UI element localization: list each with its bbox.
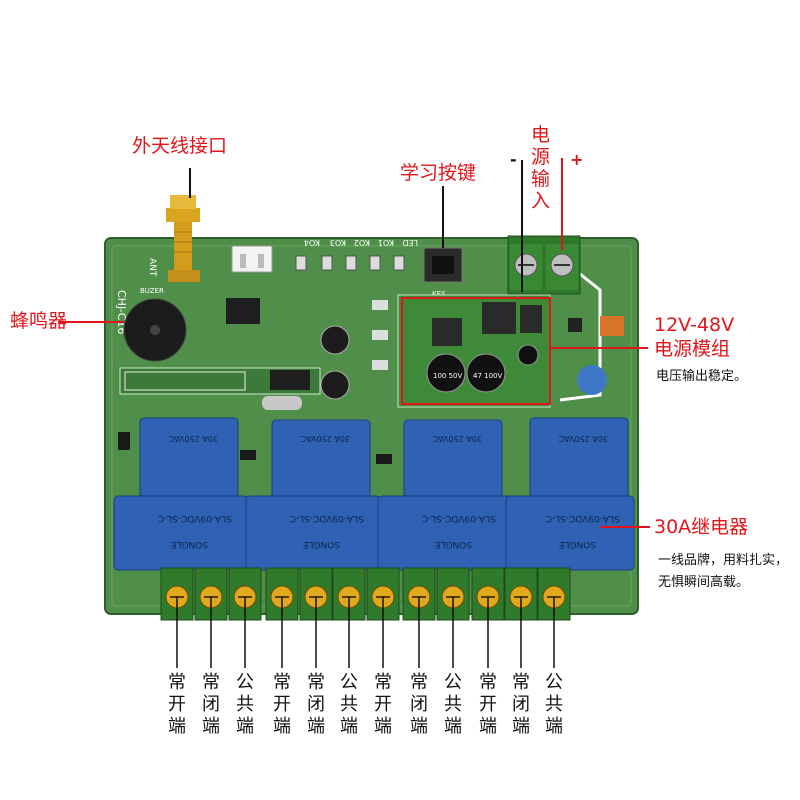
- power-minus-label: -: [510, 150, 517, 169]
- relay-1: SLA-09VDC-SL-C SONGLE 30A 250VAC: [113, 417, 249, 571]
- cap1-label: 100 50V: [433, 372, 462, 380]
- relay-1-brand: SONGLE: [170, 539, 208, 549]
- output-terminal-block: [160, 567, 571, 621]
- relay-3-rating: 30A 250VAC: [432, 434, 482, 443]
- relay-4: SLA-09VDC-SL-C SONGLE 30A 250VAC: [505, 417, 635, 571]
- relay-2-rating: 30A 250VAC: [300, 434, 350, 443]
- terminal-label-5: 常闭端: [307, 672, 325, 737]
- buzzer-component: [123, 298, 187, 362]
- relay-1-rating: 30A 250VAC: [168, 434, 218, 443]
- terminal-leader-lines: [176, 597, 555, 668]
- power-module: [397, 294, 551, 408]
- voltage-range-label: 12V-48V: [654, 314, 735, 336]
- relay-note: 一线品牌，用料扎实，无惧瞬间高载。: [658, 553, 789, 590]
- led-silk-3: KO2: [354, 238, 370, 247]
- led-silk-2: KO3: [330, 238, 346, 247]
- power-module-note: 电压输出稳定。: [656, 369, 748, 384]
- crystal: [262, 396, 302, 410]
- mcu-chip: [226, 298, 260, 324]
- led-silk-5: LED: [402, 238, 418, 247]
- film-capacitor: [600, 316, 624, 336]
- terminal-label-2: 常闭端: [202, 672, 220, 737]
- terminal-label-3: 公共端: [236, 672, 254, 737]
- antenna-label: 外天线接口: [132, 135, 228, 157]
- led-silk-4: KO1: [378, 238, 394, 247]
- relay-3: SLA-09VDC-SL-C SONGLE 30A 250VAC: [377, 419, 513, 571]
- buzzer-silkscreen: BUZER: [140, 287, 164, 295]
- relay-2-brand: SONGLE: [302, 539, 340, 549]
- led-silk-1: KO4: [304, 238, 320, 247]
- learn-key-label: 学习按键: [400, 162, 477, 184]
- relay-3-model: SLA-09VDC-SL-C: [422, 513, 496, 523]
- relay-label: 30A继电器: [654, 516, 749, 538]
- terminal-label-7: 常开端: [374, 672, 392, 737]
- relay-4-brand: SONGLE: [558, 539, 596, 549]
- ant-silkscreen: ANT: [147, 258, 157, 277]
- power-plus-label: +: [570, 150, 584, 169]
- power-input-terminal: [507, 235, 581, 295]
- terminal-label-10: 常开端: [479, 672, 497, 737]
- antenna-connector: [166, 195, 200, 282]
- terminal-label-8: 常闭端: [410, 672, 428, 737]
- terminal-label-9: 公共端: [444, 672, 462, 737]
- power-module-label: 电源模组: [654, 338, 731, 360]
- capacitor-small-2: [320, 370, 350, 400]
- relay-3-brand: SONGLE: [434, 539, 472, 549]
- relay-4-model: SLA-09VDC-SL-C: [546, 513, 620, 523]
- relay-2: SLA-09VDC-SL-C SONGLE 30A 250VAC: [245, 419, 381, 571]
- status-leds: [295, 255, 405, 271]
- terminal-label-11: 常闭端: [512, 672, 530, 737]
- power-input-label: 电源输入: [531, 124, 551, 212]
- buzzer-label: 蜂鸣器: [10, 310, 68, 332]
- terminal-label-1: 常开端: [168, 672, 186, 737]
- terminal-label-4: 常开端: [273, 672, 291, 737]
- learn-key-button: [423, 247, 463, 283]
- capacitor-small-1: [320, 325, 350, 355]
- key-silkscreen: KEY: [432, 290, 446, 298]
- terminal-label-12: 公共端: [545, 672, 563, 737]
- relay-4-rating: 30A 250VAC: [558, 434, 608, 443]
- power-wire: [559, 268, 602, 402]
- relay-1-model: SLA-09VDC-SL-C: [158, 513, 232, 523]
- cap2-label: 47 100V: [473, 372, 502, 380]
- terminal-label-6: 公共端: [340, 672, 358, 737]
- relay-2-model: SLA-09VDC-SL-C: [290, 513, 364, 523]
- header-connector: [231, 245, 273, 273]
- varistor: [577, 365, 607, 395]
